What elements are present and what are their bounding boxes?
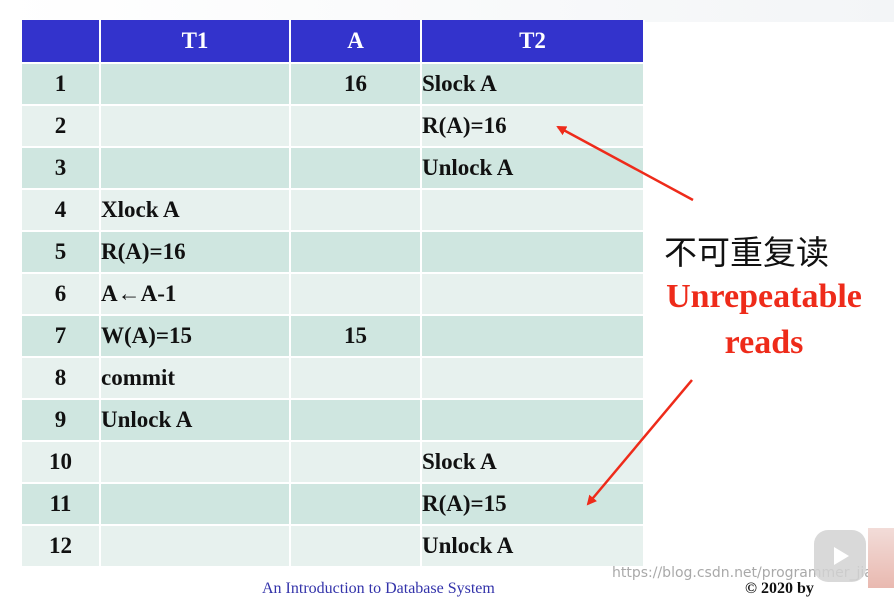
table-row: 2 R(A)=16 (22, 104, 645, 147)
t1-cell (100, 482, 291, 525)
t2-cell: R(A)=15 (421, 482, 645, 525)
t2-cell (421, 188, 645, 231)
step-number-cell: 11 (22, 482, 101, 525)
header-step (22, 20, 101, 63)
a-value-cell (290, 356, 422, 399)
t2-cell (421, 398, 645, 441)
step-number-cell: 5 (22, 230, 101, 273)
table-row: 3 Unlock A (22, 146, 645, 189)
step-number-cell: 4 (22, 188, 101, 231)
header-t2: T2 (421, 20, 645, 63)
top-strip (0, 0, 894, 22)
t2-cell (421, 272, 645, 315)
annotation-english-line1: Unrepeatable (666, 278, 862, 315)
step-number-cell: 6 (22, 272, 101, 315)
play-icon (834, 547, 849, 565)
table-row: 12 Unlock A (22, 524, 645, 566)
header-a: A (290, 20, 422, 63)
a-value-cell (290, 482, 422, 525)
table-row: 11 R(A)=15 (22, 482, 645, 525)
step-number-cell: 12 (22, 524, 101, 566)
footer-title: An Introduction to Database System (262, 580, 495, 597)
step-number-cell: 10 (22, 440, 101, 483)
a-value-cell (290, 524, 422, 566)
t1-cell: Xlock A (100, 188, 291, 231)
table-row: 10 Slock A (22, 440, 645, 483)
t2-cell: R(A)=16 (421, 104, 645, 147)
t1-cell (100, 524, 291, 566)
t1-cell: A←A-1 (100, 272, 291, 315)
footer-copyright: © 2020 by (745, 580, 814, 597)
step-number-cell: 3 (22, 146, 101, 189)
t2-cell: Slock A (421, 440, 645, 483)
t2-cell (421, 356, 645, 399)
t1-cell (100, 440, 291, 483)
step-number-cell: 2 (22, 104, 101, 147)
annotation-english: Unrepeatable reads (646, 274, 882, 366)
a-value-cell (290, 272, 422, 315)
t1-cell (100, 104, 291, 147)
a-value-cell (290, 440, 422, 483)
a-value-cell: 16 (290, 62, 422, 105)
step-number-cell: 8 (22, 356, 101, 399)
video-play-button[interactable] (814, 530, 866, 582)
t2-cell: Slock A (421, 62, 645, 105)
t1-cell (100, 146, 291, 189)
t2-cell: Unlock A (421, 146, 645, 189)
a-value-cell (290, 188, 422, 231)
t1-cell (100, 62, 291, 105)
a-value-cell (290, 104, 422, 147)
step-number-cell: 1 (22, 62, 101, 105)
annotation-english-line2: reads (724, 324, 804, 361)
corner-decoration (868, 528, 894, 588)
a-value-cell (290, 230, 422, 273)
t1-cell: W(A)=15 (100, 314, 291, 357)
header-t1: T1 (100, 20, 291, 63)
a-value-cell (290, 398, 422, 441)
step-number-cell: 9 (22, 398, 101, 441)
t1-cell: Unlock A (100, 398, 291, 441)
step-number-cell: 7 (22, 314, 101, 357)
header-row: T1 A T2 (22, 20, 645, 63)
t1-cell: R(A)=16 (100, 230, 291, 273)
a-value-cell (290, 146, 422, 189)
t2-cell: Unlock A (421, 524, 645, 566)
t2-cell (421, 230, 645, 273)
annotation-chinese: 不可重复读 (664, 233, 829, 272)
t1-cell: commit (100, 356, 291, 399)
a-value-cell: 15 (290, 314, 422, 357)
t2-cell (421, 314, 645, 357)
